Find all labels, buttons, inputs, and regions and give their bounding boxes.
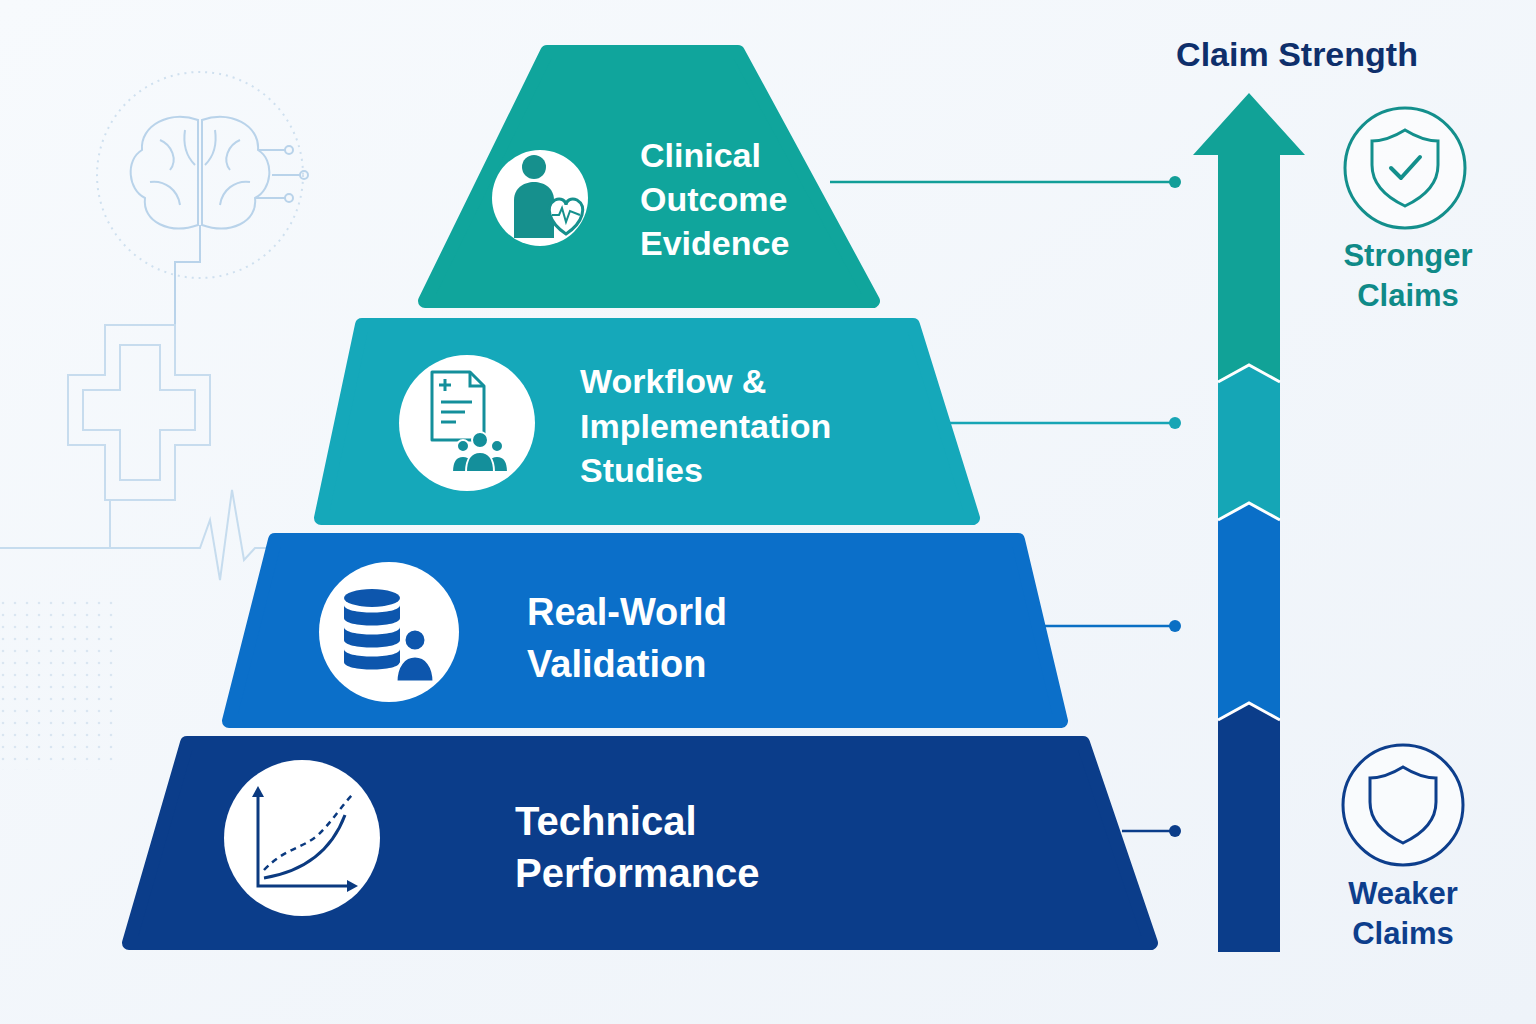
document-team-icon-part [439, 379, 451, 391]
performance-chart-icon-part [224, 760, 380, 916]
document-team-icon-part [399, 355, 535, 491]
performance-chart-icon-part [347, 880, 358, 892]
leader-line-part [1169, 176, 1181, 188]
document-team-icon-part [452, 456, 474, 472]
document-team-icon-part [472, 432, 488, 448]
decorative-ecg [0, 490, 285, 580]
shield-check-icon [1345, 108, 1465, 228]
shield-icon-part [1370, 767, 1436, 843]
strength-arrow-part [1218, 503, 1280, 520]
strength-arrow-part [1218, 703, 1280, 720]
pyramid-band: Technical Performance [122, 736, 1158, 950]
patient-heart-icon-part [522, 155, 546, 179]
band-label: Technical Performance [515, 795, 795, 899]
decorative-brain-part [285, 194, 293, 202]
band-text-box: Technical Performance [515, 647, 795, 1024]
shield-check-icon-part [1372, 130, 1438, 206]
decorative-brain-part [202, 117, 269, 229]
band-fill [129, 743, 1151, 943]
leader-line-part [1169, 417, 1181, 429]
leader-line-part [1040, 625, 1175, 628]
decorative-brain-part [131, 117, 198, 229]
band-fill [229, 540, 1061, 721]
document-team-icon-part [441, 402, 472, 422]
strength-arrow [1193, 93, 1305, 952]
decorative-cross-part [68, 325, 210, 500]
decorative-brain-part [285, 146, 293, 154]
shield-icon [1343, 745, 1463, 865]
shield-check-icon-part [1345, 108, 1465, 228]
performance-chart-icon-part [258, 796, 350, 886]
database-user-icon-part [344, 649, 400, 670]
patient-heart-icon-part [552, 208, 580, 222]
database-user-icon-part [404, 629, 426, 651]
decorative-cross-part [83, 345, 195, 480]
database-user-icon-part [396, 656, 434, 682]
database-user-icon-part [344, 627, 400, 648]
decorative-brain-part [300, 171, 308, 179]
database-user-icon-part [319, 562, 459, 702]
pyramid-band: Clinical Outcome Evidence [418, 45, 880, 308]
decorative-brain-part [175, 225, 200, 325]
strength-arrow-part [1218, 365, 1280, 520]
patient-heart-icon-part [514, 182, 554, 238]
decorative-brain [97, 72, 308, 325]
band-fill [425, 52, 873, 301]
database-user-icon-part [344, 589, 400, 607]
leader-line-part [1169, 825, 1181, 837]
band-fill [321, 325, 973, 518]
shield-check-icon-part [1391, 157, 1420, 178]
database-user-icon-part [344, 605, 400, 626]
strength-arrow-part [1218, 365, 1280, 382]
patient-heart-icon-part [492, 150, 588, 246]
patient-heart-icon-part [549, 199, 582, 234]
document-team-icon-part [432, 372, 484, 440]
strength-arrow-part [1218, 703, 1280, 952]
band-label: Clinical Outcome Evidence [640, 133, 830, 266]
performance-chart-icon-part [264, 795, 352, 870]
performance-chart-icon-part [264, 815, 345, 878]
document-team-icon-part [470, 372, 484, 386]
pyramid-band: Real-World Validation [222, 533, 1068, 728]
decorative-cross [68, 325, 210, 548]
document-team-icon-part [486, 456, 508, 472]
scale-label: Stronger Claims [1323, 236, 1493, 316]
leader-line-part [945, 422, 1175, 425]
document-team-icon-part [466, 452, 494, 472]
performance-chart-icon [224, 760, 380, 916]
decorative-dots [0, 600, 115, 770]
performance-chart-icon-part [252, 786, 264, 797]
document-team-icon-part [491, 440, 503, 452]
scale-label: Weaker Claims [1318, 874, 1488, 954]
shield-icon-part [1343, 745, 1463, 865]
strength-arrow-part [1193, 93, 1305, 382]
decorative-brain-part [255, 150, 300, 198]
database-user-icon [319, 562, 459, 702]
leader-line-part [830, 181, 1175, 184]
band-shape [418, 45, 880, 308]
leader-line-part [1169, 620, 1181, 632]
axis-title: Claim Strength [1127, 32, 1467, 76]
patient-heart-icon [492, 150, 588, 246]
document-team-icon-part [457, 440, 469, 452]
decorative-brain-part [205, 130, 250, 205]
leader-line-part [1122, 830, 1175, 833]
decorative-cross-part [109, 500, 111, 548]
band-label: Real-World Validation [527, 586, 777, 690]
document-team-icon [399, 355, 535, 491]
band-label: Workflow & Implementation Studies [580, 359, 880, 494]
pyramid-band: Workflow & Implementation Studies [314, 318, 980, 525]
strength-arrow-part [1218, 503, 1280, 720]
decorative-brain-part [150, 130, 195, 205]
